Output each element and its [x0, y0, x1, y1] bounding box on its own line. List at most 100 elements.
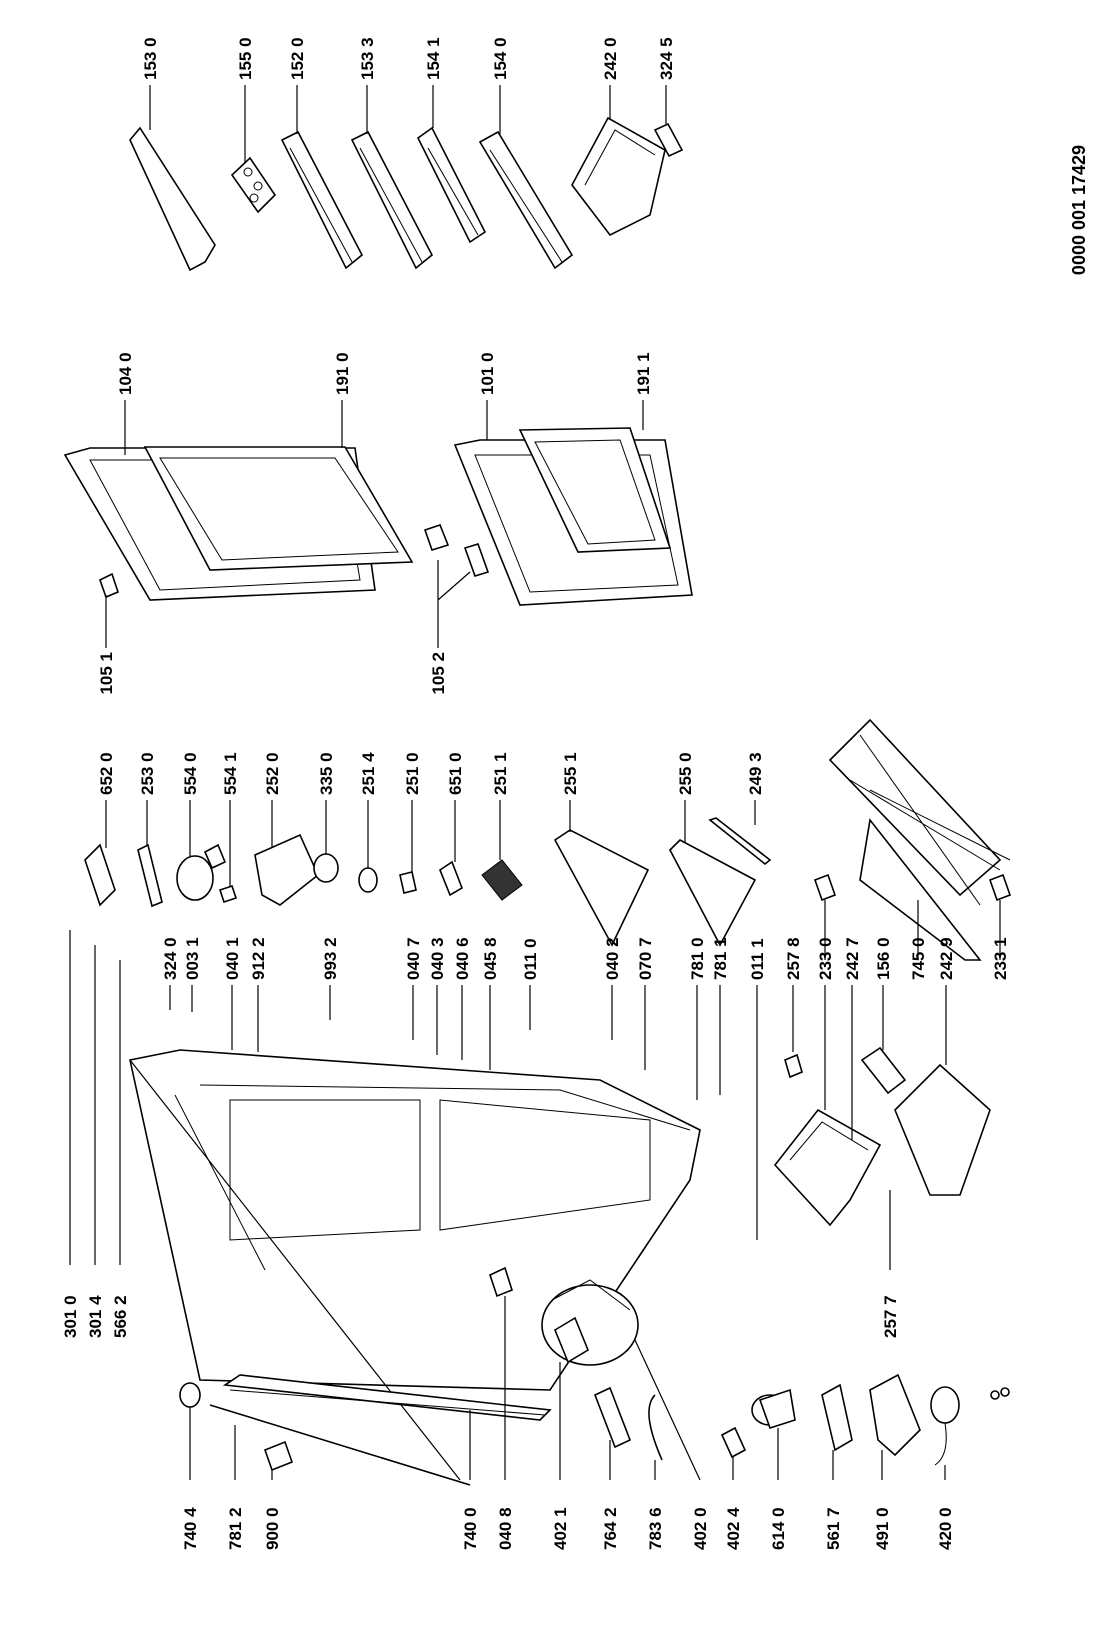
lamp-651: [439, 860, 463, 897]
small-clip-324: [653, 122, 684, 158]
label-6520: 652 0: [97, 752, 116, 795]
label-2530: 253 0: [138, 752, 157, 795]
label-2520: 252 0: [263, 752, 282, 795]
leader-lines: [69, 930, 947, 1270]
freezer-drawer-242-7: [773, 1108, 882, 1227]
bracket-233-1: [988, 873, 1012, 902]
label-7811: 781 1: [711, 937, 730, 980]
label-2551: 255 1: [561, 752, 580, 795]
label-3245: 324 5: [657, 37, 676, 80]
tube-783: [648, 1394, 663, 1461]
label-7404: 740 4: [181, 1507, 200, 1550]
label-0110: 011 0: [521, 938, 540, 980]
doors-section: [63, 400, 693, 648]
label-0031: 003 1: [183, 937, 202, 980]
label-9932: 993 2: [321, 937, 340, 980]
thermostat-652: [84, 843, 116, 907]
clip-402-4: [720, 1426, 747, 1459]
label-3240: 324 0: [161, 937, 180, 980]
compressor-section: [179, 1266, 1010, 1486]
label-7450: 745 0: [909, 937, 928, 980]
bottle-shelf: [478, 130, 574, 270]
label-2493: 249 3: [746, 752, 765, 795]
label-1052: 105 2: [429, 652, 448, 695]
label-2427: 242 7: [843, 937, 862, 980]
label-1530: 153 0: [141, 37, 160, 80]
label-1560: 156 0: [874, 937, 893, 980]
label-2510: 251 0: [403, 752, 422, 795]
label-4910: 491 0: [873, 1507, 892, 1550]
motor-cover-491: [869, 1373, 921, 1457]
connector-561: [821, 1383, 853, 1452]
lamp-cover-554: [176, 855, 214, 901]
interior-parts-section: [84, 718, 1012, 961]
label-1540: 154 0: [491, 37, 510, 80]
bottle-retainer: [416, 126, 487, 244]
box-251-1: [481, 859, 523, 901]
glass-shelf-255-0: [669, 839, 757, 947]
label-3014: 301 4: [86, 1295, 105, 1338]
label-2550: 255 0: [676, 752, 695, 795]
label-2514: 251 4: [359, 752, 378, 795]
label-9000: 900 0: [263, 1507, 282, 1550]
housing-252: [254, 833, 319, 906]
label-2330: 233 0: [816, 937, 835, 980]
label-5540: 554 0: [181, 752, 200, 795]
bracket-040-8: [489, 1266, 513, 1298]
foot-740-4: [179, 1382, 201, 1408]
door-balcony-152: [280, 130, 364, 270]
knob-335: [313, 853, 339, 883]
clip-554: [218, 884, 238, 904]
light-switch-253: [137, 843, 163, 908]
label-7400: 740 0: [461, 1507, 480, 1550]
label-1520: 152 0: [288, 37, 307, 80]
label-1550: 155 0: [236, 37, 255, 80]
label-4024: 402 4: [724, 1507, 743, 1550]
label-5662: 566 2: [111, 1295, 130, 1338]
lower-door-gasket: [518, 427, 672, 553]
label-2577: 257 7: [881, 1295, 900, 1338]
part-labels: 153 0 155 0 152 0 153 3 154 1 154 0 242 …: [61, 37, 1010, 1550]
filter-764: [593, 1386, 632, 1449]
label-7836: 783 6: [646, 1507, 665, 1550]
seal-781-2: [209, 1404, 471, 1486]
label-1911: 191 1: [634, 352, 653, 395]
label-0403: 040 3: [428, 937, 447, 980]
clip-257-8: [784, 1053, 803, 1079]
label-3350: 335 0: [317, 752, 336, 795]
glass-shelf-255-1: [553, 829, 650, 947]
capacitor-420: [930, 1386, 960, 1424]
label-4021: 402 1: [551, 1507, 570, 1550]
label-0407: 040 7: [404, 937, 423, 980]
label-0707: 070 7: [636, 937, 655, 980]
freezer-drawer-242-9: [894, 1063, 991, 1196]
ice-tray-156: [860, 1046, 907, 1095]
compressor: [541, 1284, 639, 1366]
label-4020: 402 0: [691, 1507, 710, 1550]
label-7642: 764 2: [601, 1507, 620, 1550]
door-shelf-section: [129, 85, 684, 272]
label-0111: 011 1: [748, 938, 767, 980]
label-1010: 101 0: [478, 352, 497, 395]
label-2511: 251 1: [491, 752, 510, 795]
crisper-drawer-small: [571, 116, 666, 237]
door-shelf-cover: [129, 126, 216, 272]
relay-402-1: [554, 1316, 589, 1364]
label-5541: 554 1: [221, 752, 240, 795]
bracket-251: [399, 871, 417, 894]
label-1051: 105 1: [97, 652, 116, 695]
door-hinge-upper: [99, 572, 119, 599]
label-1040: 104 0: [116, 352, 135, 395]
upper-door-gasket: [143, 446, 414, 571]
label-9122: 912 2: [249, 937, 268, 980]
label-1910: 191 0: [333, 352, 352, 395]
label-2429: 242 9: [937, 937, 956, 980]
label-7812: 781 2: [226, 1507, 245, 1550]
label-7810: 781 0: [688, 937, 707, 980]
label-5617: 561 7: [824, 1507, 843, 1550]
shelf-trim-249: [708, 817, 772, 866]
label-2578: 257 8: [784, 937, 803, 980]
ring-251-4: [358, 867, 378, 893]
wire-shelves: [828, 718, 1002, 897]
